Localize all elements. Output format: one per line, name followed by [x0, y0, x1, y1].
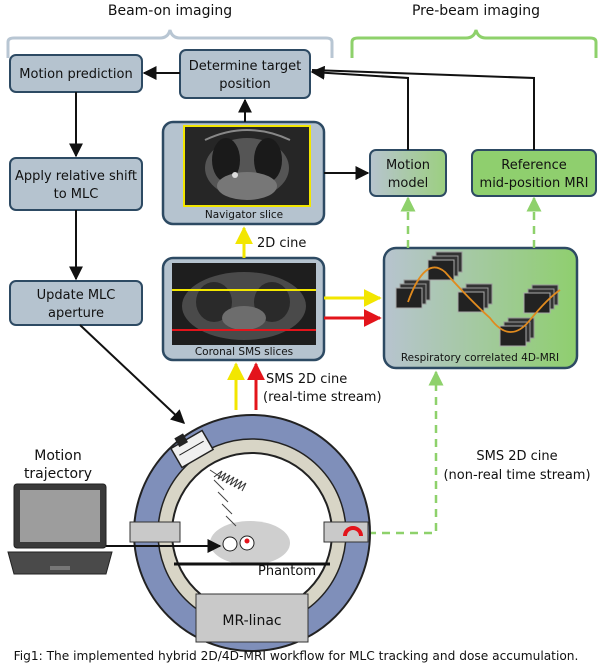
motion-model-label-2: model [388, 176, 428, 191]
four-d-image-stacks [395, 251, 559, 347]
mr-linac-scanner [129, 414, 371, 652]
figure-caption: Fig1: The implemented hybrid 2D/4D-MRI w… [14, 649, 579, 663]
update-mlc-label-1: Update MLC [37, 288, 116, 303]
reference-mri-label-1: Reference [501, 158, 566, 173]
pre-beam-bracket [350, 29, 598, 58]
motion-trajectory-label-1: Motion [34, 448, 81, 464]
arrow-model-to-target [310, 65, 409, 150]
update-mlc-label-2: aperture [48, 306, 104, 321]
update-mlc-box [9, 280, 143, 326]
sms-nonrealtime-label-1: SMS 2D cine [476, 449, 557, 464]
phantom-label: Phantom [258, 564, 316, 579]
motion-model-label-1: Motion [386, 158, 430, 173]
sms-realtime-label-2: (real-time stream) [263, 390, 382, 405]
arrow-reference-to-target [311, 69, 535, 150]
sms-realtime-label-1: SMS 2D cine [266, 372, 347, 387]
coronal-label: Coronal SMS slices [195, 346, 293, 358]
arrow-scanner-to-4d [368, 370, 444, 535]
pre-beam-label: Pre-beam imaging [412, 3, 540, 19]
sms-nonrealtime-label-2: (non-real time stream) [443, 468, 590, 483]
apply-shift-label-1: Apply relative shift [15, 169, 137, 184]
apply-shift-box [9, 157, 143, 211]
navigator-anatomy [204, 129, 291, 200]
reference-mri-label-2: mid-position MRI [480, 176, 589, 191]
beam-on-label: Beam-on imaging [108, 3, 232, 19]
apply-shift-label-2: to MLC [54, 187, 99, 202]
navigator-label: Navigator slice [205, 209, 283, 221]
breathing-curve [407, 266, 561, 333]
determine-target-label-1: Determine target [189, 59, 301, 74]
cine-2d-label: 2D cine [257, 236, 306, 251]
arrow-update-to-mlc [79, 324, 186, 424]
mlc-head-icon [169, 429, 215, 469]
motion-trajectory-label-2: trajectory [24, 466, 92, 482]
laptop-icon [7, 483, 113, 575]
four-d-label: Respiratory correlated 4D-MRI [401, 352, 559, 364]
motion-prediction-label: Motion prediction [19, 67, 132, 82]
determine-target-label-2: position [219, 77, 271, 92]
beam-on-bracket [6, 29, 334, 58]
mr-linac-label: MR-linac [222, 613, 281, 629]
